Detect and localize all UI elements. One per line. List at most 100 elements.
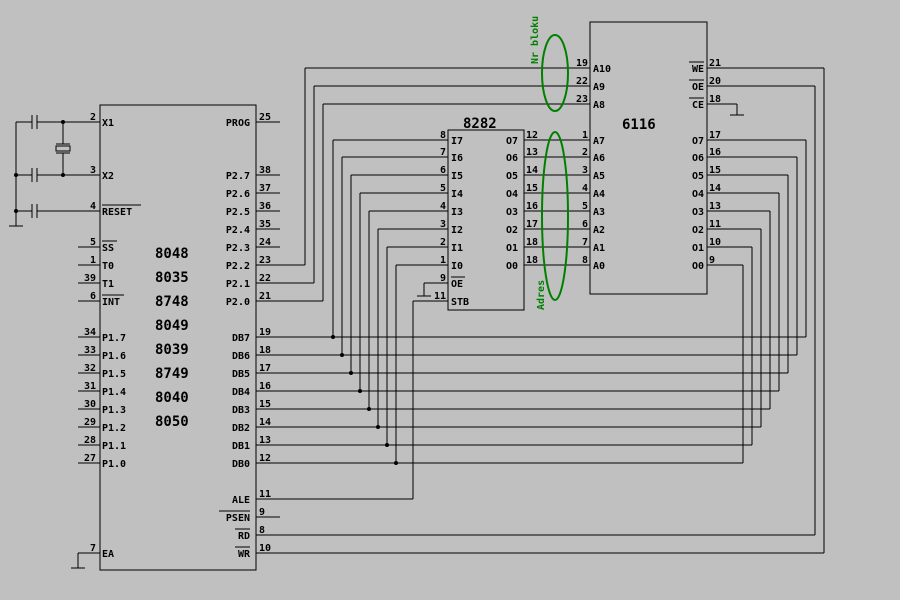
pin-number: 39 xyxy=(84,273,96,284)
latch-chip-body xyxy=(447,129,525,311)
pin-number: 2 xyxy=(440,237,446,248)
oe-ground xyxy=(417,283,431,297)
pin-number: 11 xyxy=(259,489,271,500)
pin-number: 21 xyxy=(259,291,271,302)
pin-label: I5 xyxy=(451,171,463,182)
pin-number: 7 xyxy=(440,147,446,158)
pin-number: 16 xyxy=(526,201,538,212)
pin-label: O0 xyxy=(692,261,704,272)
pin-number: 1 xyxy=(582,130,588,141)
pin-label: P2.6 xyxy=(226,189,250,200)
pin-number: 3 xyxy=(440,219,446,230)
pin-number: 6 xyxy=(90,291,96,302)
pin-label: CE xyxy=(692,100,704,111)
latch-input-pins: 8I7 7I6 6I5 5I4 4I3 3I2 2I1 1I0 9OE 11ST… xyxy=(333,130,469,308)
pin-label: O7 xyxy=(692,136,704,147)
pin-number: 7 xyxy=(90,543,96,554)
cpu-variant: 8749 xyxy=(155,366,189,382)
pin-number: 23 xyxy=(576,94,588,105)
pin-number: 35 xyxy=(259,219,271,230)
junction-dot xyxy=(385,443,389,447)
pin-number: 18 xyxy=(526,255,538,266)
pin-label: P2.3 xyxy=(226,243,250,254)
pin-label: X1 xyxy=(102,118,114,129)
pin-label: P2.4 xyxy=(226,225,250,236)
cpu-variants: 8048 8035 8748 8049 8039 8749 8040 8050 xyxy=(155,246,189,430)
pin-label: O6 xyxy=(692,153,704,164)
pin-label: O1 xyxy=(692,243,704,254)
pin-number: 5 xyxy=(440,183,446,194)
pin-label: DB5 xyxy=(232,369,250,380)
cpu-variant: 8049 xyxy=(155,318,189,334)
cpu-variant: 8748 xyxy=(155,294,189,310)
junction-dot xyxy=(367,407,371,411)
pin-number: 30 xyxy=(84,399,96,410)
pin-number: 25 xyxy=(259,112,271,123)
pin-number: 11 xyxy=(434,291,446,302)
pin-number: 38 xyxy=(259,165,271,176)
address-high-wires xyxy=(304,68,324,301)
pin-number: 4 xyxy=(440,201,446,212)
pin-number: 22 xyxy=(576,76,588,87)
pin-number: 1 xyxy=(440,255,446,266)
pin-number: 28 xyxy=(84,435,96,446)
pin-number: 8 xyxy=(259,525,265,536)
pin-label: I3 xyxy=(451,207,463,218)
pin-label: INT xyxy=(102,297,120,308)
cpu-variant: 8050 xyxy=(155,414,189,430)
pin-number: 12 xyxy=(526,130,538,141)
pin-label: X2 xyxy=(102,171,114,182)
pin-number: 14 xyxy=(259,417,271,428)
pin-number: 9 xyxy=(440,273,446,284)
pin-number: 7 xyxy=(582,237,588,248)
pin-number: 6 xyxy=(582,219,588,230)
pin-label: O6 xyxy=(506,153,518,164)
pin-label: I1 xyxy=(451,243,463,254)
pin-number: 16 xyxy=(259,381,271,392)
pin-label: DB6 xyxy=(232,351,250,362)
junction-dot xyxy=(358,389,362,393)
pin-number: 9 xyxy=(709,255,715,266)
pin-number: 15 xyxy=(259,399,271,410)
pin-label: DB3 xyxy=(232,405,250,416)
pin-label: O2 xyxy=(506,225,518,236)
ram-chip-body xyxy=(589,21,708,295)
pin-label: ALE xyxy=(232,495,250,506)
pin-label: WR xyxy=(238,549,251,560)
pin-number: 2 xyxy=(582,147,588,158)
latch-title: 8282 xyxy=(463,116,497,132)
ram-data-wires xyxy=(742,140,807,463)
pin-label: A7 xyxy=(593,136,605,147)
pin-label: I4 xyxy=(451,189,463,200)
pin-number: 27 xyxy=(84,453,96,464)
pin-label: DB4 xyxy=(232,387,250,398)
pin-number: 31 xyxy=(84,381,96,392)
pin-number: 36 xyxy=(259,201,271,212)
pin-label: RESET xyxy=(102,207,132,218)
pin-label: P1.7 xyxy=(102,333,126,344)
pin-label: P2.5 xyxy=(226,207,250,218)
pin-number: 15 xyxy=(709,165,721,176)
pin-number: 13 xyxy=(526,147,538,158)
pin-label: I2 xyxy=(451,225,463,236)
ce-ground xyxy=(730,104,744,116)
pin-label: O0 xyxy=(506,261,518,272)
pin-label: STB xyxy=(451,297,469,308)
pin-label: P1.2 xyxy=(102,423,126,434)
crystal-icon xyxy=(55,145,71,152)
pin-number: 18 xyxy=(526,237,538,248)
cpu-variant: 8035 xyxy=(155,270,189,286)
pin-label: P2.1 xyxy=(226,279,250,290)
pin-number: 3 xyxy=(90,165,96,176)
pin-label: A10 xyxy=(593,64,611,75)
pin-label: O5 xyxy=(506,171,518,182)
cpu-variant: 8048 xyxy=(155,246,189,262)
pin-number: 17 xyxy=(526,219,538,230)
pin-number: 23 xyxy=(259,255,271,266)
pin-number: 14 xyxy=(709,183,721,194)
pin-label: P1.3 xyxy=(102,405,126,416)
pin-label: O4 xyxy=(692,189,704,200)
ea-ground xyxy=(71,553,85,569)
pin-label: A5 xyxy=(593,171,605,182)
pin-number: 32 xyxy=(84,363,96,374)
